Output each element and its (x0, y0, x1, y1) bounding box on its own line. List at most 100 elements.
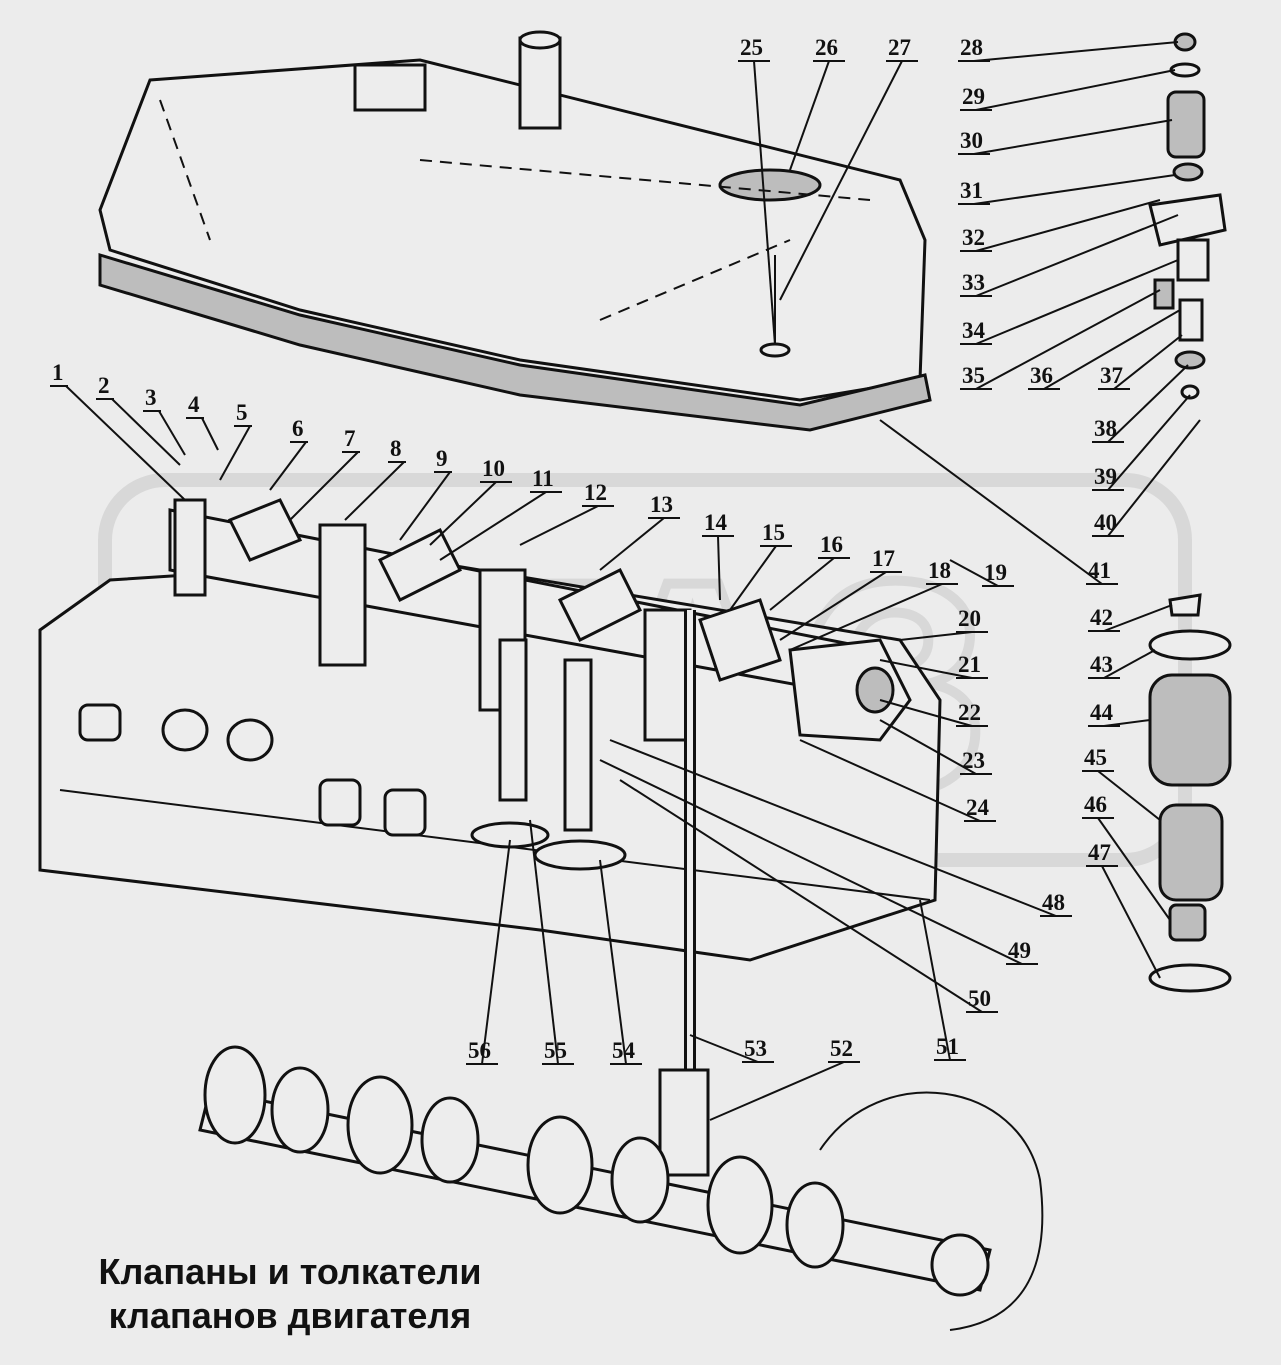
callout-18: 18 (928, 558, 951, 583)
callout-22: 22 (958, 700, 981, 725)
callout-51: 51 (936, 1034, 959, 1059)
callout-2: 2 (98, 373, 110, 398)
callout-52: 52 (830, 1036, 853, 1061)
leader-line-22 (879, 699, 973, 727)
callout-56: 56 (468, 1038, 491, 1063)
leader-line-56 (481, 839, 511, 1065)
leader-line-1 (65, 385, 186, 501)
leader-line-30 (973, 119, 1173, 155)
valves (470, 638, 627, 871)
leader-line-36 (1043, 309, 1181, 390)
leader-line-6 (269, 441, 307, 491)
leader-line-13 (599, 517, 665, 571)
leader-line-42 (1103, 604, 1173, 632)
leader-line-43 (1103, 649, 1156, 679)
callout-19: 19 (984, 560, 1007, 585)
callout-37: 37 (1100, 363, 1123, 388)
leader-line-51 (919, 899, 951, 1061)
leader-line-55 (529, 819, 559, 1065)
leader-line-21 (879, 659, 973, 679)
callout-46: 46 (1084, 792, 1107, 817)
callout-53: 53 (744, 1036, 767, 1061)
callout-27: 27 (888, 35, 911, 60)
leader-line-53 (689, 1034, 759, 1063)
leader-line-15 (729, 545, 777, 611)
callout-17: 17 (872, 546, 895, 571)
callout-38: 38 (1094, 416, 1117, 441)
callout-1: 1 (52, 360, 64, 385)
callout-21: 21 (958, 652, 981, 677)
callout-30: 30 (960, 128, 983, 153)
leader-line-48 (609, 739, 1057, 917)
callout-49: 49 (1008, 938, 1031, 963)
callout-10: 10 (482, 456, 505, 481)
caption-line-2: клапанов двигателя (108, 1295, 472, 1336)
callout-41: 41 (1088, 558, 1111, 583)
callout-4: 4 (188, 392, 200, 417)
callout-44: 44 (1090, 700, 1114, 725)
leader-line-27 (779, 60, 903, 301)
callout-34: 34 (962, 318, 986, 343)
leader-line-54 (599, 859, 627, 1065)
leader-line-39 (1107, 394, 1191, 491)
leader-line-10 (429, 481, 497, 546)
leader-line-9 (399, 471, 451, 541)
callout-16: 16 (820, 532, 843, 557)
callout-32: 32 (962, 225, 985, 250)
callout-14: 14 (704, 510, 728, 535)
callout-39: 39 (1094, 464, 1117, 489)
callout-12: 12 (584, 480, 607, 505)
leader-line-32 (975, 199, 1161, 252)
callout-13: 13 (650, 492, 673, 517)
leader-line-11 (439, 491, 547, 561)
leader-line-8 (344, 461, 405, 521)
leader-line-37 (1113, 334, 1183, 390)
leader-line-5 (219, 425, 251, 481)
leader-line-7 (289, 451, 359, 521)
callout-48: 48 (1042, 890, 1065, 915)
exploded-parts-right (1148, 32, 1232, 993)
leader-line-14 (717, 535, 721, 601)
callout-31: 31 (960, 178, 983, 203)
callout-33: 33 (962, 270, 985, 295)
leader-line-45 (1097, 770, 1161, 821)
leader-line-2 (111, 398, 181, 466)
diagram-caption: Клапаны и толкатели клапанов двигателя (40, 1250, 540, 1338)
leader-line-4 (201, 417, 219, 451)
callout-5: 5 (236, 400, 248, 425)
callout-42: 42 (1090, 605, 1113, 630)
leader-line-19 (949, 559, 999, 587)
callout-50: 50 (968, 986, 991, 1011)
leader-line-38 (1107, 364, 1189, 443)
leader-line-17 (779, 571, 887, 641)
leader-line-23 (879, 719, 977, 775)
leader-line-33 (975, 214, 1179, 297)
leader-line-25 (753, 60, 776, 346)
callout-8: 8 (390, 436, 402, 461)
callout-43: 43 (1090, 652, 1113, 677)
callout-26: 26 (815, 35, 838, 60)
leader-line-49 (599, 759, 1023, 965)
leader-line-31 (973, 174, 1176, 205)
leader-line-24 (799, 739, 981, 822)
callout-25: 25 (740, 35, 763, 60)
callout-29: 29 (962, 84, 985, 109)
leader-line-41 (879, 419, 1103, 585)
callout-47: 47 (1088, 840, 1111, 865)
leader-line-20 (899, 631, 973, 641)
leader-line-46 (1097, 817, 1171, 921)
callout-3: 3 (145, 385, 157, 410)
leader-line-50 (619, 779, 983, 1013)
leader-line-12 (519, 505, 599, 546)
camshaft (198, 1045, 1044, 1331)
callout-54: 54 (612, 1038, 636, 1063)
leader-line-34 (975, 259, 1179, 345)
callout-11: 11 (532, 466, 554, 491)
callout-35: 35 (962, 363, 985, 388)
leader-line-29 (975, 69, 1176, 111)
leader-line-35 (975, 289, 1161, 390)
callout-40: 40 (1094, 510, 1117, 535)
leader-line-40 (1107, 419, 1201, 537)
